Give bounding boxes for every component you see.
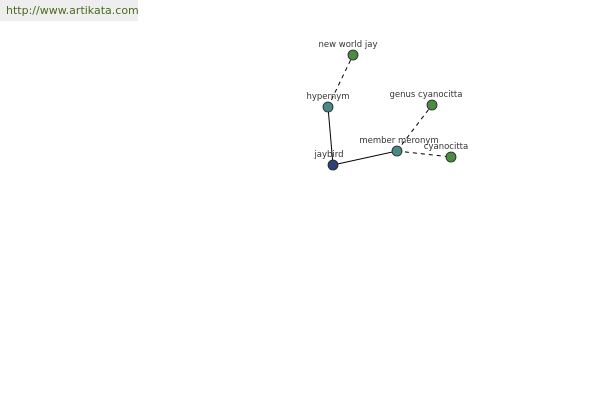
edge-member_meronym-cyanocitta: [396, 150, 452, 158]
nodes-layer: [322, 49, 457, 171]
node-label-jaybird: jaybird: [313, 150, 343, 160]
node-cyanocitta[interactable]: [445, 151, 457, 163]
edge-jaybird-hypernym: [327, 106, 334, 166]
source-url-watermark: http://www.artikata.com: [0, 0, 138, 21]
node-label-member-meronym: member meronym: [359, 136, 438, 146]
edge-hypernym-new_world_jay: [327, 54, 354, 108]
labels-layer: jaybird hypernym new world jay member meron…: [306, 40, 468, 160]
node-label-new-world-jay: new world jay: [319, 40, 378, 50]
node-label-genus-cyanocitta: genus cyanocitta: [390, 90, 463, 100]
node-label-hypernym: hypernym: [306, 92, 349, 102]
node-hypernym[interactable]: [322, 101, 334, 113]
edge-jaybird-member_meronym: [332, 150, 398, 166]
node-new-world-jay[interactable]: [347, 49, 359, 61]
node-jaybird[interactable]: [327, 159, 339, 171]
node-label-cyanocitta: cyanocitta: [424, 142, 468, 152]
edges-layer: [327, 54, 452, 166]
node-genus-cyanocitta[interactable]: [426, 99, 438, 111]
edge-member_meronym-genus_cyanocitta: [396, 104, 433, 152]
node-member-meronym[interactable]: [391, 145, 403, 157]
